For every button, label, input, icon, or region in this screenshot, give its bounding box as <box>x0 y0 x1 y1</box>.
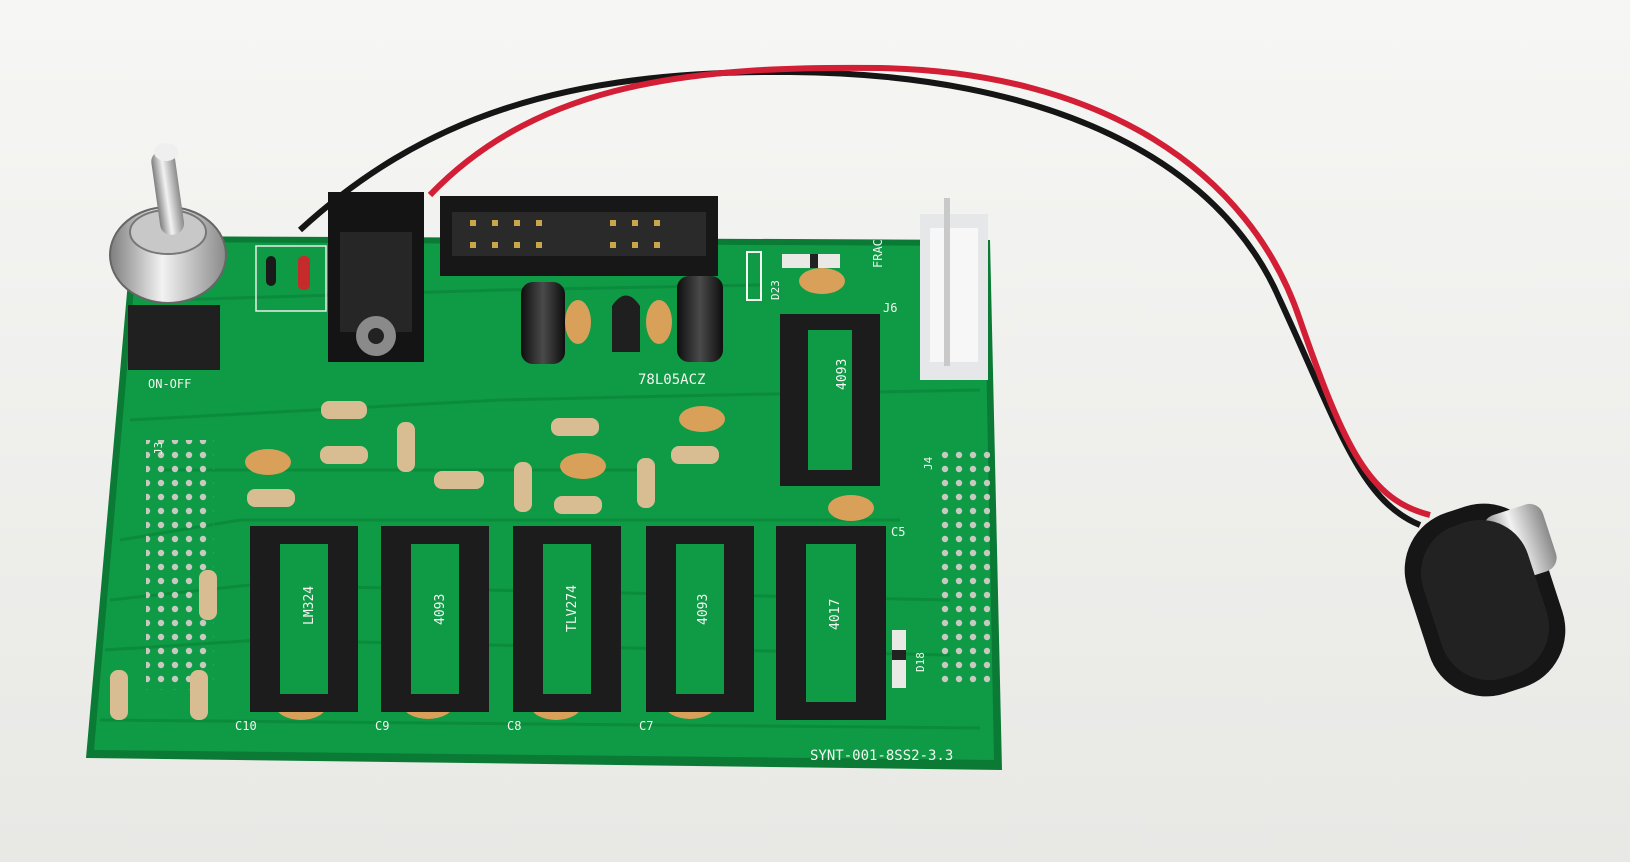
ic-socket-label: LM324 <box>302 586 317 625</box>
battery-wires <box>297 64 1431 528</box>
connector-j6-label: J6 <box>883 301 897 315</box>
diode-d23-label: D23 <box>769 280 782 300</box>
cap-c7-label: C7 <box>639 719 653 733</box>
regulator-label: 78L05ACZ <box>638 372 705 388</box>
header-j3-label: J3 <box>152 442 165 455</box>
diode-d18 <box>892 630 906 688</box>
ic-socket[interactable] <box>513 526 621 712</box>
ic-socket-label: 4017 <box>828 599 843 630</box>
connector-j6[interactable] <box>920 198 988 380</box>
voltage-regulator <box>612 295 640 352</box>
diode-d23 <box>746 251 840 301</box>
led-pair <box>255 245 327 312</box>
cap-c8-label: C8 <box>507 719 521 733</box>
resistors <box>110 401 719 720</box>
on-off-toggle-switch[interactable] <box>109 143 227 370</box>
header-j4[interactable] <box>938 446 990 686</box>
ribbon-box-header[interactable] <box>440 196 718 276</box>
board-id-label: SYNT-001-8SS2-3.3 <box>810 748 953 764</box>
header-j3[interactable] <box>146 440 214 690</box>
header-j4-label: J4 <box>922 456 935 470</box>
connector-j6-name: FRAC <box>871 239 885 268</box>
ic-socket-label: TLV274 <box>565 585 580 632</box>
ic-socket[interactable] <box>646 526 754 712</box>
switch-label: ON-OFF <box>148 377 191 391</box>
dc-power-jack[interactable] <box>328 192 424 362</box>
cap-c5-label: C5 <box>891 525 905 539</box>
ic-socket[interactable] <box>776 526 886 720</box>
ic-socket-label: 4093 <box>835 359 850 390</box>
diode-d18-label: D18 <box>914 652 927 672</box>
ic-socket-label: 4093 <box>433 594 448 625</box>
ic-socket[interactable] <box>381 526 489 712</box>
battery-snap[interactable] <box>1389 488 1581 712</box>
ic-socket[interactable] <box>250 526 358 712</box>
ic-socket[interactable] <box>780 314 880 486</box>
cap-c9-label: C9 <box>375 719 389 733</box>
electrolytic-capacitors <box>521 276 723 364</box>
ic-socket-label: 4093 <box>696 594 711 625</box>
cap-c10-label: C10 <box>235 719 257 733</box>
